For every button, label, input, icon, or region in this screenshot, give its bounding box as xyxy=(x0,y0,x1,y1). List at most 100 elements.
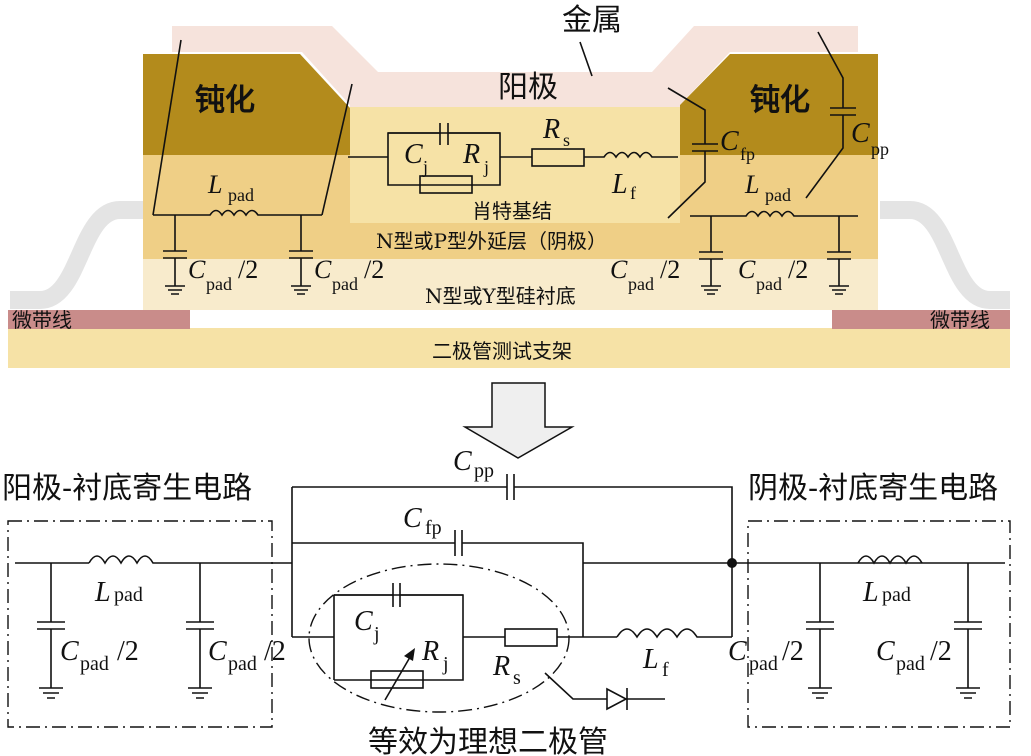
svg-text:pad: pad xyxy=(332,274,358,294)
metal-leader xyxy=(579,41,593,77)
rj-variable-arrow xyxy=(384,651,414,701)
svg-text:pad: pad xyxy=(882,584,911,606)
svg-text:pad: pad xyxy=(114,584,143,606)
capacitor-cj xyxy=(334,583,463,607)
symbol-cj-top: C j xyxy=(404,139,428,177)
svg-text:pad: pad xyxy=(765,185,791,205)
capacitor-cpp xyxy=(292,474,733,637)
capacitor-cpad-l1 xyxy=(163,215,187,295)
capacitor-cpad-cathode-1 xyxy=(806,563,834,699)
capacitor-cpp-top xyxy=(805,31,856,199)
bondwire-right xyxy=(880,201,1010,309)
svg-text:pad: pad xyxy=(80,653,109,675)
svg-text:C: C xyxy=(851,118,870,149)
label-microstrip-right: 微带线 xyxy=(930,308,990,332)
capacitor-cfp xyxy=(292,530,584,637)
anode-parasitic-box xyxy=(7,520,273,728)
symbol-cpad-anode-1: C pad /2 xyxy=(60,636,139,675)
substrate-layer xyxy=(143,258,878,310)
svg-text:/2: /2 xyxy=(782,636,804,667)
label-microstrip-left: 微带线 xyxy=(12,308,72,332)
symbol-cpad-r1: C pad /2 xyxy=(610,255,680,294)
svg-text:f: f xyxy=(630,183,636,203)
svg-text:R: R xyxy=(542,114,560,145)
svg-text:L: L xyxy=(94,577,111,608)
equivalent-circuit: 阳极-衬底寄生电路 阴极-衬底寄生电路 L pad C pad /2 C pad… xyxy=(2,446,1011,756)
inductor-lpad-left xyxy=(153,209,322,217)
symbol-lf-top: L f xyxy=(611,169,636,203)
svg-text:fp: fp xyxy=(425,517,442,539)
capacitor-cj-top xyxy=(388,123,500,145)
symbol-rj-top: R j xyxy=(462,139,489,177)
svg-text:j: j xyxy=(442,653,449,675)
svg-text:s: s xyxy=(563,130,570,150)
svg-text:C: C xyxy=(738,255,756,284)
svg-text:L: L xyxy=(862,577,879,608)
symbol-cpad-cathode-2: C pad /2 xyxy=(876,636,952,675)
svg-text:pp: pp xyxy=(871,139,889,159)
svg-text:C: C xyxy=(720,126,739,157)
svg-text:C: C xyxy=(876,636,895,667)
capacitor-cpad-anode-2 xyxy=(186,563,214,699)
svg-text:/2: /2 xyxy=(788,255,808,284)
svg-text:fp: fp xyxy=(740,144,755,164)
symbol-cpad-l1: C pad /2 xyxy=(188,255,258,294)
svg-text:j: j xyxy=(422,157,428,177)
physical-structure: 金属 阳极 钝化 钝化 肖特基结 N型或P型外延层（阴极） N型或Y型硅衬底 微… xyxy=(8,3,1010,368)
capacitor-cpad-cathode-2 xyxy=(954,563,982,699)
capacitor-cfp-top xyxy=(667,87,718,219)
label-anode: 阳极 xyxy=(498,70,558,105)
inductor-lpad-anode xyxy=(88,555,292,565)
wire xyxy=(152,39,182,216)
svg-text:C: C xyxy=(314,255,332,284)
svg-text:pad: pad xyxy=(228,653,257,675)
symbol-rs-top: R s xyxy=(542,114,570,150)
microstrip-left xyxy=(8,310,190,329)
test-fixture-layer xyxy=(8,328,1010,368)
symbol-cj: C j xyxy=(354,606,380,645)
symbol-cpad-l2: C pad /2 xyxy=(314,255,384,294)
svg-text:/2: /2 xyxy=(364,255,384,284)
svg-text:C: C xyxy=(453,446,472,477)
symbol-lpad-cathode: L pad xyxy=(862,577,911,608)
label-schottky: 肖特基结 xyxy=(472,199,552,223)
label-metal: 金属 xyxy=(562,3,622,38)
svg-text:C: C xyxy=(354,606,373,637)
symbol-cfp: C fp xyxy=(403,503,442,539)
svg-text:R: R xyxy=(462,139,480,170)
passivation-right xyxy=(680,54,878,155)
svg-text:R: R xyxy=(421,636,439,667)
svg-text:j: j xyxy=(373,623,380,645)
anode-block-title: 阳极-衬底寄生电路 xyxy=(2,471,252,506)
symbol-cpad-cathode-1: C pad /2 xyxy=(728,636,804,675)
symbol-cfp-top: C fp xyxy=(720,126,755,164)
symbol-rj: R j xyxy=(421,636,449,675)
label-test-fixture: 二极管测试支架 xyxy=(432,339,572,363)
junction-node xyxy=(727,558,737,568)
svg-text:j: j xyxy=(483,157,489,177)
svg-text:/2: /2 xyxy=(117,636,139,667)
svg-text:C: C xyxy=(403,503,422,534)
inductor-lpad-right xyxy=(690,210,858,218)
capacitor-cpad-r2 xyxy=(827,216,851,295)
svg-text:pad: pad xyxy=(228,185,254,205)
svg-text:C: C xyxy=(60,636,79,667)
label-epi: N型或P型外延层（阴极） xyxy=(376,229,607,253)
svg-text:pad: pad xyxy=(756,274,782,294)
capacitor-cpad-anode-1 xyxy=(37,563,65,699)
symbol-rs: R s xyxy=(492,651,521,689)
resistor-rs xyxy=(504,628,558,647)
cathode-parasitic-box xyxy=(747,520,1011,728)
label-passivation-right: 钝化 xyxy=(750,83,810,118)
svg-text:L: L xyxy=(611,169,628,200)
svg-text:/2: /2 xyxy=(660,255,680,284)
bondwire-left xyxy=(10,201,150,309)
passivation-left xyxy=(143,54,350,155)
svg-text:C: C xyxy=(610,255,628,284)
capacitor-cpad-r1 xyxy=(699,216,723,295)
svg-text:/2: /2 xyxy=(238,255,258,284)
svg-text:C: C xyxy=(208,636,227,667)
symbol-lpad-right: L pad xyxy=(744,170,791,205)
metal-layer xyxy=(172,26,858,155)
